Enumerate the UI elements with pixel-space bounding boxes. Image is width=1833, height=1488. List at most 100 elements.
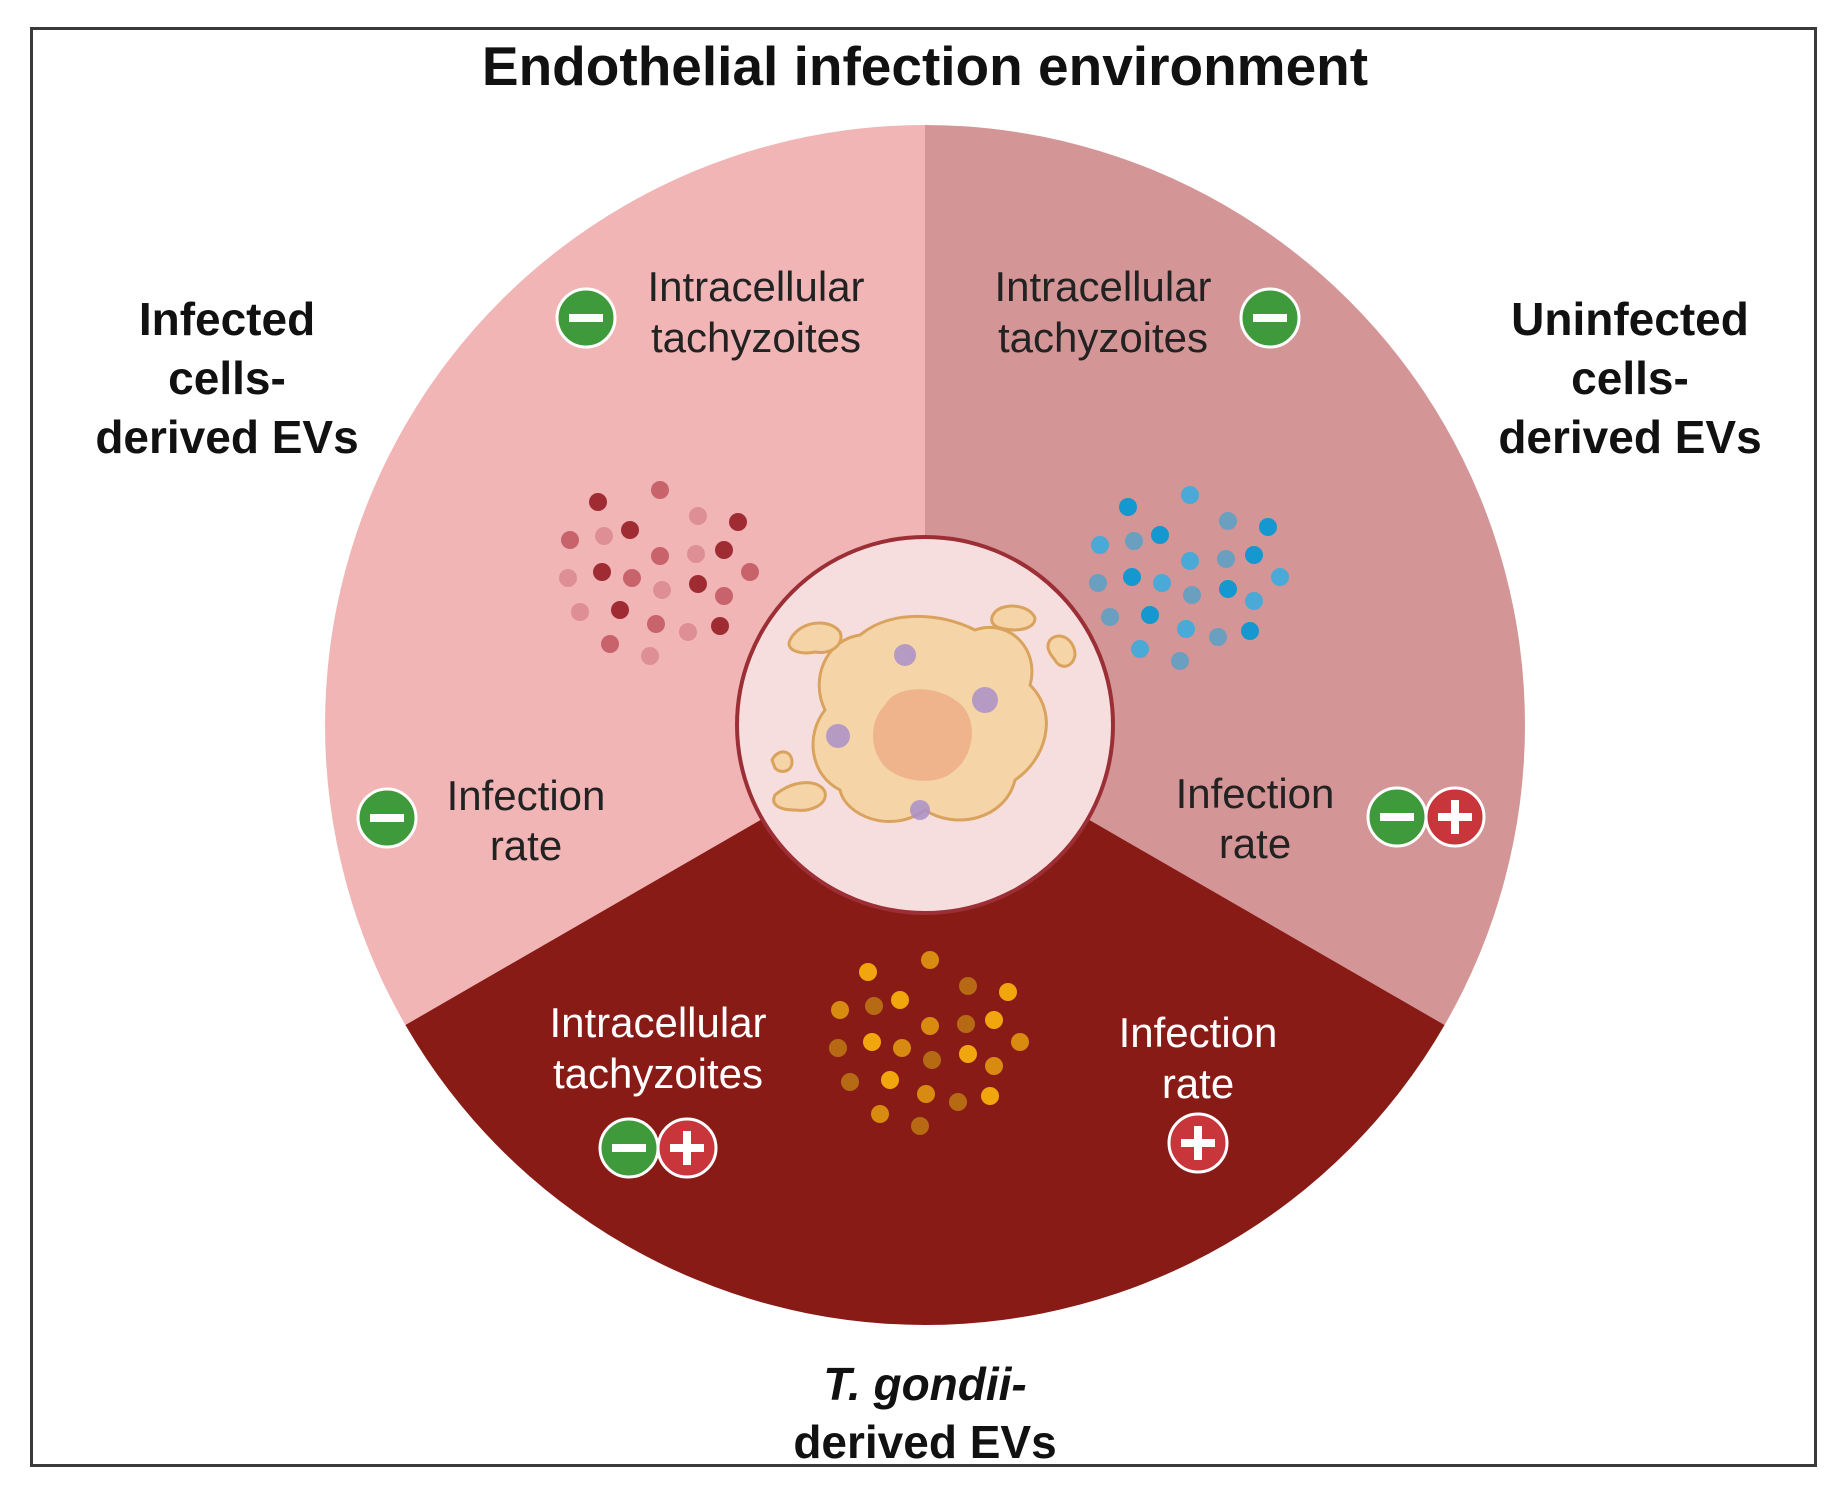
extracellular-vesicle-icon	[1171, 652, 1189, 670]
extracellular-vesicle-icon	[949, 1093, 967, 1111]
extracellular-vesicle-icon	[881, 1071, 899, 1089]
svg-text:rate: rate	[490, 822, 562, 869]
ev-cluster-uninfected	[1089, 486, 1289, 670]
extracellular-vesicle-icon	[1011, 1033, 1029, 1051]
extracellular-vesicle-icon	[863, 1033, 881, 1051]
parasite-icon	[972, 687, 998, 713]
effect-badges	[356, 287, 1486, 1179]
svg-text:tachyzoites: tachyzoites	[998, 314, 1208, 361]
ev-cluster-infected	[559, 481, 759, 665]
extracellular-vesicle-icon	[1219, 580, 1237, 598]
extracellular-vesicle-icon	[923, 1051, 941, 1069]
extracellular-vesicle-icon	[1141, 606, 1159, 624]
minus-badge-icon	[1239, 287, 1301, 349]
extracellular-vesicle-icon	[593, 563, 611, 581]
extracellular-vesicle-icon	[829, 1039, 847, 1057]
plus-badge-icon	[1424, 786, 1486, 848]
extracellular-vesicle-icon	[689, 575, 707, 593]
minus-badge-icon	[1366, 786, 1428, 848]
extracellular-vesicle-icon	[595, 527, 613, 545]
extracellular-vesicle-icon	[831, 1001, 849, 1019]
extracellular-vesicle-icon	[1119, 498, 1137, 516]
extracellular-vesicle-icon	[1131, 640, 1149, 658]
svg-text:Infected: Infected	[139, 293, 315, 345]
tgondii-infection-rate: Infection rate	[1119, 1009, 1278, 1107]
extracellular-vesicle-icon	[891, 991, 909, 1009]
extracellular-vesicle-icon	[1125, 532, 1143, 550]
endothelial-cell-icon	[735, 535, 1115, 915]
extracellular-vesicle-icon	[1177, 620, 1195, 638]
svg-text:rate: rate	[1162, 1060, 1234, 1107]
svg-text:Infection: Infection	[1119, 1009, 1278, 1056]
extracellular-vesicle-icon	[859, 963, 877, 981]
extracellular-vesicle-icon	[1271, 568, 1289, 586]
label-infected-cells: Infected cells- derived EVs	[95, 293, 358, 463]
svg-text:derived EVs: derived EVs	[793, 1416, 1056, 1468]
plus-badge-icon	[1167, 1112, 1229, 1174]
extracellular-vesicle-icon	[641, 647, 659, 665]
svg-text:T. gondii-: T. gondii-	[823, 1358, 1027, 1410]
svg-text:Intracellular: Intracellular	[549, 999, 766, 1046]
svg-text:Intracellular: Intracellular	[994, 263, 1211, 310]
minus-badge-icon	[356, 787, 418, 849]
extracellular-vesicle-icon	[1219, 512, 1237, 530]
extracellular-vesicle-icon	[1245, 592, 1263, 610]
tgondii-intracellular-tachyzoites: Intracellular tachyzoites	[549, 999, 766, 1097]
svg-text:Intracellular: Intracellular	[647, 263, 864, 310]
extracellular-vesicle-icon	[1091, 536, 1109, 554]
extracellular-vesicle-icon	[1101, 608, 1119, 626]
extracellular-vesicle-icon	[985, 1057, 1003, 1075]
extracellular-vesicle-icon	[689, 507, 707, 525]
diagram-title: Endothelial infection environment	[482, 35, 1368, 97]
extracellular-vesicle-icon	[921, 1017, 939, 1035]
extracellular-vesicle-icon	[1209, 628, 1227, 646]
extracellular-vesicle-icon	[651, 547, 669, 565]
extracellular-vesicle-icon	[985, 1011, 1003, 1029]
extracellular-vesicle-icon	[1089, 574, 1107, 592]
extracellular-vesicle-icon	[1183, 586, 1201, 604]
extracellular-vesicle-icon	[653, 581, 671, 599]
parasite-icon	[910, 800, 930, 820]
extracellular-vesicle-icon	[687, 545, 705, 563]
extracellular-vesicle-icon	[647, 615, 665, 633]
extracellular-vesicle-icon	[893, 1039, 911, 1057]
minus-badge-icon	[598, 1117, 660, 1179]
extracellular-vesicle-icon	[1123, 568, 1141, 586]
extracellular-vesicle-icon	[957, 1015, 975, 1033]
extracellular-vesicle-icon	[999, 983, 1017, 1001]
extracellular-vesicle-icon	[571, 603, 589, 621]
extracellular-vesicle-icon	[561, 531, 579, 549]
extracellular-vesicle-icon	[917, 1085, 935, 1103]
extracellular-vesicle-icon	[651, 481, 669, 499]
extracellular-vesicle-icon	[1245, 546, 1263, 564]
extracellular-vesicle-icon	[715, 541, 733, 559]
svg-text:Infection: Infection	[447, 772, 606, 819]
infected-intracellular-tachyzoites: Intracellular tachyzoites	[647, 263, 864, 361]
extracellular-vesicle-icon	[981, 1087, 999, 1105]
extracellular-vesicle-icon	[1217, 550, 1235, 568]
extracellular-vesicle-icon	[871, 1105, 889, 1123]
extracellular-vesicle-icon	[959, 977, 977, 995]
extracellular-vesicle-icon	[1241, 622, 1259, 640]
ev-cluster-t-gondii	[829, 951, 1029, 1135]
extracellular-vesicle-icon	[621, 521, 639, 539]
svg-text:cells-: cells-	[1571, 352, 1689, 404]
extracellular-vesicle-icon	[679, 623, 697, 641]
extracellular-vesicle-icon	[741, 563, 759, 581]
extracellular-vesicle-icon	[1181, 486, 1199, 504]
extracellular-vesicle-icon	[729, 513, 747, 531]
label-t-gondii: T. gondii- derived EVs	[793, 1358, 1056, 1468]
extracellular-vesicle-icon	[959, 1045, 977, 1063]
extracellular-vesicle-icon	[1151, 526, 1169, 544]
svg-text:Uninfected: Uninfected	[1511, 293, 1749, 345]
parasite-icon	[894, 644, 916, 666]
intracellular-parasites	[826, 644, 998, 820]
extracellular-vesicle-icon	[841, 1073, 859, 1091]
extracellular-vesicle-icon	[601, 635, 619, 653]
extracellular-vesicle-icon	[711, 617, 729, 635]
infected-infection-rate: Infection rate	[447, 772, 606, 869]
extracellular-vesicle-icon	[715, 587, 733, 605]
extracellular-vesicle-icon	[1153, 574, 1171, 592]
svg-text:tachyzoites: tachyzoites	[651, 314, 861, 361]
svg-text:Infection: Infection	[1176, 770, 1335, 817]
